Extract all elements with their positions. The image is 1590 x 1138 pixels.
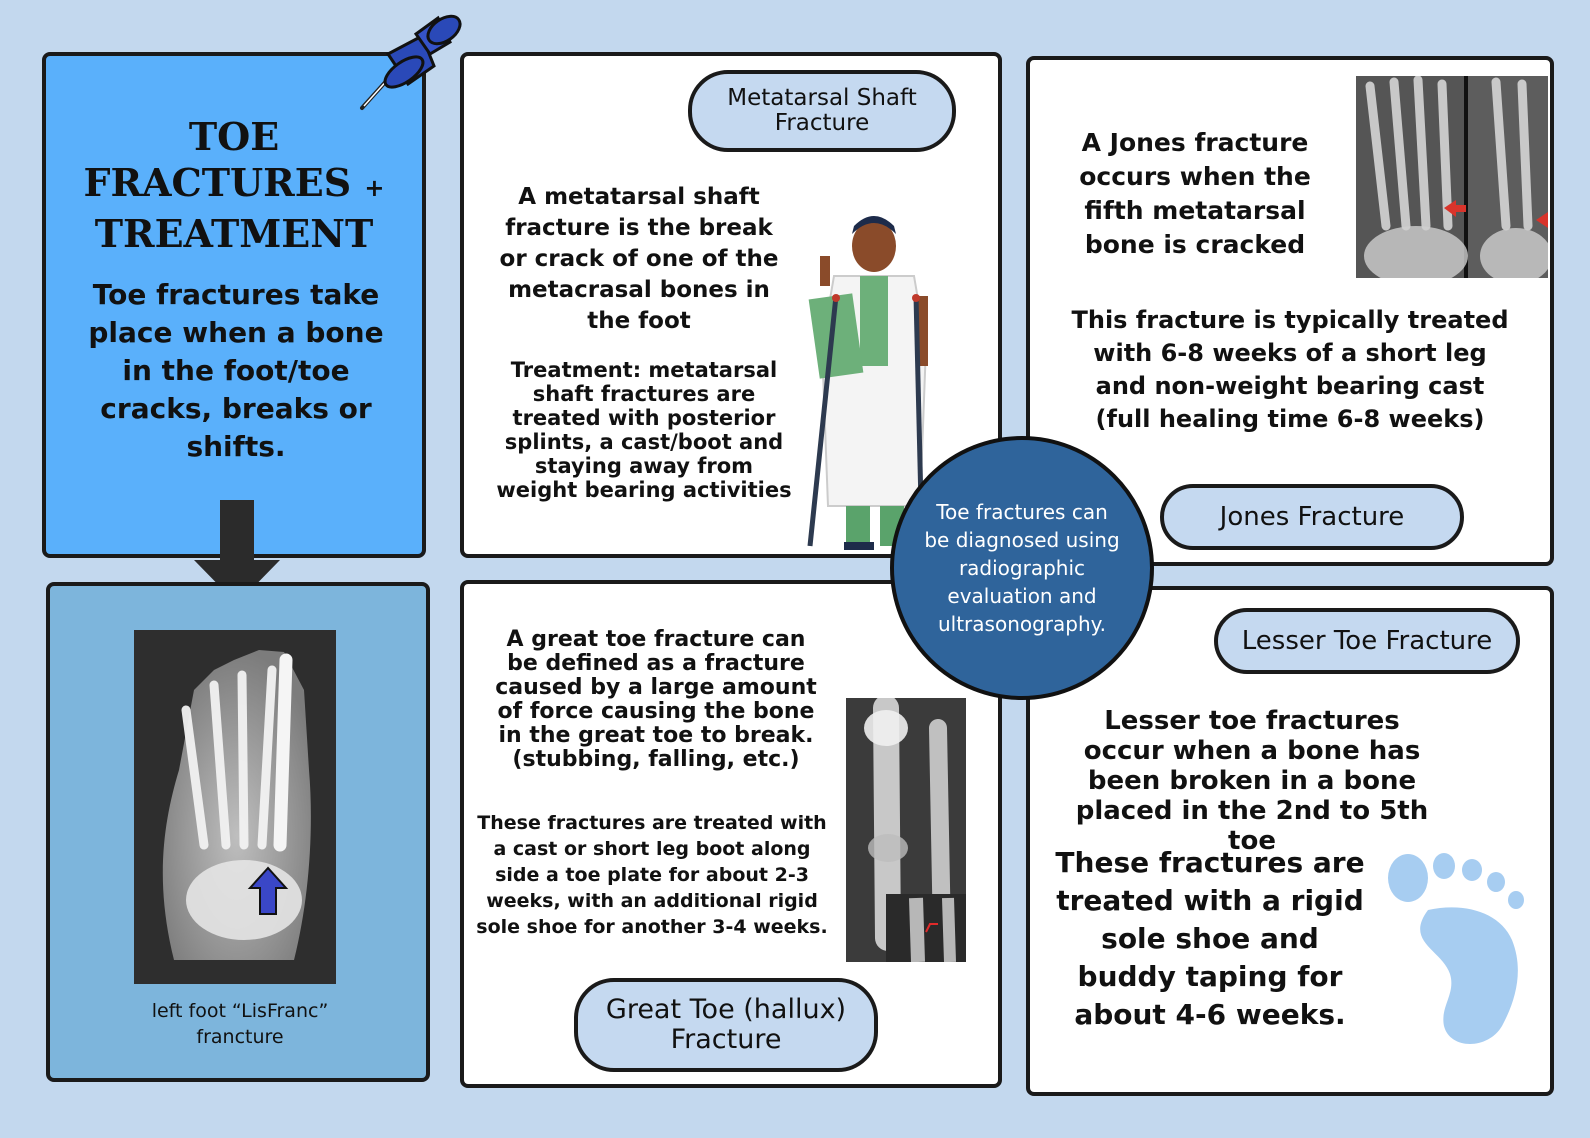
lesser-toe-panel: Lesser Toe Fracture Lesser toe fractures… <box>1026 586 1554 1096</box>
lesser-toe-treatment: These fractures are treated with a rigid… <box>1055 846 1365 1031</box>
great-toe-definition: A great toe fracture can be defined as a… <box>495 627 817 772</box>
title-line-2: FRACTURES + <box>83 160 385 205</box>
arrow-marker-icon <box>247 866 289 915</box>
metatarsal-panel: Metatarsal Shaft Fracture A metatarsal s… <box>460 52 1002 558</box>
great-toe-treatment: These fractures are treated with a cast … <box>476 812 828 938</box>
title-plus: + <box>364 174 385 202</box>
pushpin-icon <box>360 14 462 110</box>
intro-description: Toe fractures take place when a bone in … <box>88 278 384 463</box>
title-line-3: TREATMENT <box>94 211 374 256</box>
lisfranc-xray-image <box>134 630 336 984</box>
jones-pill: Jones Fracture <box>1160 484 1464 550</box>
xray-panel: left foot “LisFranc” francture <box>46 582 430 1082</box>
metatarsal-definition: A metatarsal shaft fracture is the break… <box>499 184 779 334</box>
great-toe-xray-image <box>846 698 966 962</box>
great-toe-panel: A great toe fracture can be defined as a… <box>460 580 1002 1088</box>
page-title: TOE FRACTURES + TREATMENT <box>46 114 422 257</box>
metatarsal-pill: Metatarsal Shaft Fracture <box>688 70 956 152</box>
xray-caption: left foot “LisFranc” francture <box>151 1000 329 1048</box>
jones-treatment: This fracture is typically treated with … <box>1071 306 1509 433</box>
intro-panel: TOE FRACTURES + TREATMENT Toe fractures … <box>42 52 426 558</box>
great-toe-pill: Great Toe (hallux) Fracture <box>574 978 878 1072</box>
title-line-1: TOE <box>188 114 280 159</box>
jones-xray-image <box>1356 76 1548 278</box>
jones-definition: A Jones fracture occurs when the fifth m… <box>1079 128 1311 259</box>
lesser-toe-pill: Lesser Toe Fracture <box>1214 608 1520 674</box>
footprint-icon <box>1388 853 1524 1044</box>
metatarsal-treatment: Treatment: metatarsal shaft fractures ar… <box>496 358 792 502</box>
lesser-toe-definition: Lesser toe fractures occur when a bone h… <box>1075 706 1429 856</box>
center-circle: Toe fractures can be diagnosed using rad… <box>890 436 1154 700</box>
center-text: Toe fractures can be diagnosed using rad… <box>924 500 1120 636</box>
